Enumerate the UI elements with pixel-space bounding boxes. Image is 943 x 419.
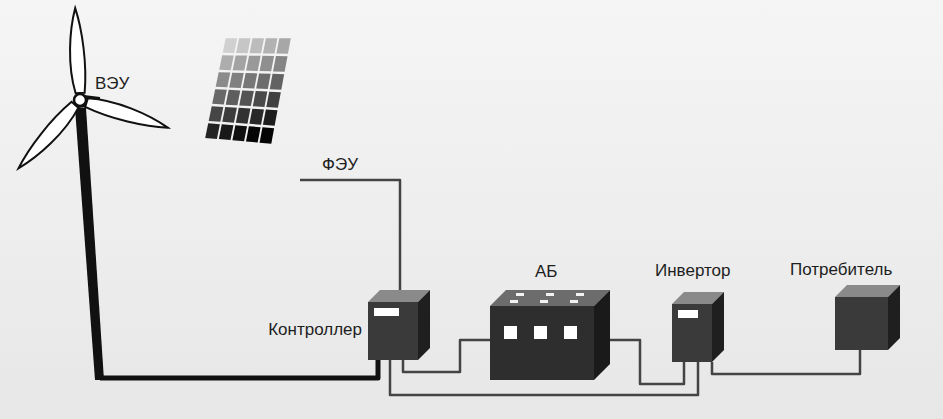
consumer-box-shape [835, 285, 900, 350]
solar-cell [246, 126, 261, 142]
component-label: ВЭУ [95, 74, 129, 94]
consumer-box: Потребитель [835, 285, 900, 350]
solar-cell [222, 107, 237, 123]
component-label: АБ [535, 262, 558, 282]
box-side [418, 290, 430, 360]
battery-top [490, 290, 610, 306]
solar-cell [205, 123, 220, 139]
battery-terminal [540, 300, 548, 303]
box-front [368, 302, 418, 360]
solar-cell [236, 38, 251, 53]
solar-cell [256, 73, 271, 89]
battery-terminal [570, 300, 578, 303]
wire [712, 350, 860, 374]
controller-box-shape [368, 290, 430, 360]
solar-cell [232, 125, 247, 141]
tower [75, 108, 104, 380]
solar-cell [266, 92, 281, 108]
solar-cell [212, 89, 227, 104]
battery-terminal [516, 293, 524, 296]
solar-cell [263, 38, 277, 53]
solar-cell [246, 56, 261, 71]
rotor-hub [74, 94, 86, 106]
solar-panel-shape [200, 35, 300, 180]
battery-terminal [576, 293, 584, 296]
component-label: Контроллер [268, 320, 362, 340]
battery-terminal [510, 300, 518, 303]
component-label: Потребитель [790, 260, 892, 280]
solar-cell [229, 73, 244, 88]
cell-indicator [564, 326, 577, 339]
display-window [374, 308, 399, 316]
solar-cell [260, 127, 275, 143]
inverter-box-shape [672, 292, 724, 362]
wire [300, 180, 400, 290]
solar-cell [260, 56, 274, 71]
solar-cell [219, 55, 234, 70]
solar-cell [219, 124, 234, 140]
rotor-blade [68, 8, 87, 94]
box-side [712, 292, 724, 362]
solar-cell [216, 72, 231, 87]
solar-cell [250, 38, 264, 53]
solar-cell [226, 90, 241, 105]
solar-cell [263, 110, 278, 126]
solar-cell [249, 109, 264, 125]
box-side [888, 285, 900, 350]
solar-cell [209, 106, 224, 121]
battery: АБ [490, 290, 610, 380]
wire [100, 360, 378, 378]
battery-side [594, 290, 610, 380]
component-label: Инвертор [655, 261, 731, 281]
solar-panel: ФЭУ [200, 35, 300, 180]
battery-shape [490, 290, 610, 380]
inverter-box: Инвертор [672, 292, 724, 362]
battery-front [490, 306, 594, 380]
wind-turbine: ВЭУ [15, 2, 180, 378]
box-front [835, 297, 888, 350]
wind-turbine-shape [15, 2, 180, 378]
controller-box: Контроллер [368, 290, 430, 360]
solar-cell [236, 108, 251, 124]
solar-cell [253, 91, 268, 107]
component-label: ФЭУ [322, 155, 358, 175]
solar-cell [239, 90, 254, 106]
solar-cell [276, 38, 290, 53]
rotor-blade [13, 101, 81, 174]
box-front [672, 304, 712, 362]
solar-cell [233, 55, 248, 70]
solar-cell [270, 74, 284, 90]
solar-cell [243, 73, 258, 88]
solar-cell [273, 56, 287, 72]
cell-indicator [504, 326, 517, 339]
display-window [678, 310, 698, 318]
solar-cell [223, 38, 238, 53]
rotor-blade [85, 95, 170, 134]
battery-terminal [546, 293, 554, 296]
cell-indicator [534, 326, 547, 339]
